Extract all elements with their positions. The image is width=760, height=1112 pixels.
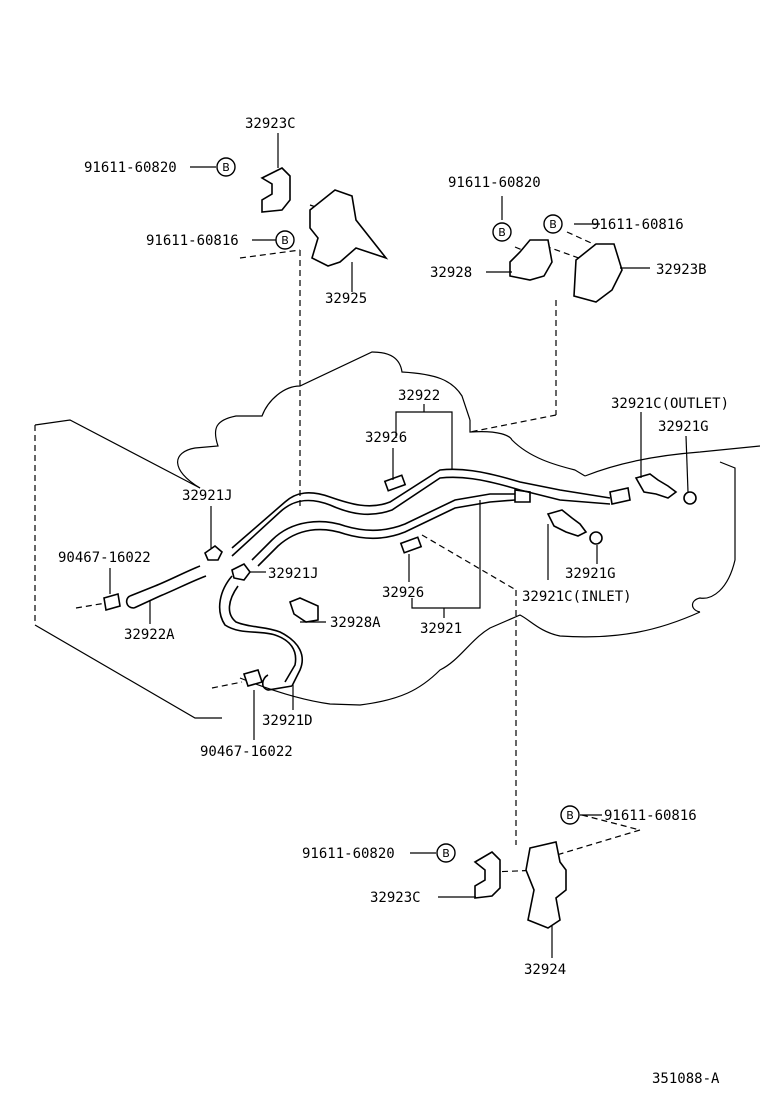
svg-text:B: B [222, 161, 230, 174]
label-32928: 32928 [430, 265, 472, 281]
label-91611-60816-tl: 91611-60816 [146, 233, 239, 249]
bolt-marker-b-4: B [543, 214, 563, 234]
label-32921j-mid: 32921J [268, 566, 319, 582]
clamp-32928a [289, 597, 319, 623]
label-91611-60820-tr: 91611-60820 [448, 175, 541, 191]
label-32928a: 32928A [330, 615, 381, 631]
fuel-pipes [231, 468, 631, 567]
label-32921g-top: 32921G [658, 419, 709, 435]
label-32926-bottom: 32926 [382, 585, 424, 601]
outlet-union-32921c [634, 473, 678, 499]
bolt-marker-b-6: B [436, 843, 456, 863]
brackets [260, 167, 623, 929]
hose-clamp-top [103, 592, 121, 612]
clamp-32928 [509, 239, 553, 281]
gasket-32921g-top [683, 491, 697, 505]
diagram-number: 351088-A [652, 1071, 720, 1087]
label-32923b: 32923B [656, 262, 707, 278]
fuel-clip-32926-top [383, 474, 407, 492]
svg-text:B: B [442, 847, 450, 860]
bolt-markers: B B B B B B [216, 157, 580, 863]
label-32925: 32925 [325, 291, 367, 307]
hose-clamp-bottom [242, 669, 264, 687]
svg-text:B: B [281, 234, 289, 247]
svg-text:B: B [566, 809, 574, 822]
label-32926-top: 32926 [365, 430, 407, 446]
label-32923c-top: 32923C [245, 116, 296, 132]
label-91611-60816-br: 91611-60816 [604, 808, 697, 824]
label-32921: 32921 [420, 621, 462, 637]
engine-outline [34, 351, 760, 719]
dashed-guides [239, 204, 641, 873]
clip-32921j-top [204, 544, 223, 561]
leader-lines [109, 133, 689, 958]
bracket-32923b [573, 243, 623, 303]
bolt-marker-b-5: B [560, 805, 580, 825]
part-labels: 32923C 91611-60820 91611-60816 32925 916… [58, 116, 729, 1087]
bolt-marker-b-1: B [216, 157, 236, 177]
bracket-32925 [309, 189, 389, 267]
gasket-32921g-bottom [589, 531, 603, 545]
svg-text:B: B [549, 218, 557, 231]
fuel-clip-32926-bottom [399, 536, 423, 554]
label-32921d: 32921D [262, 713, 313, 729]
bracket-32923c-top [260, 167, 291, 213]
label-32921c-outlet: 32921C(OUTLET) [611, 396, 729, 412]
bracket-32924 [525, 841, 567, 929]
label-32924: 32924 [524, 962, 566, 978]
bolt-marker-b-2: B [275, 230, 295, 250]
clips-and-fittings [103, 473, 697, 687]
label-32921g-bottom: 32921G [565, 566, 616, 582]
label-32923c-bottom: 32923C [370, 890, 421, 906]
label-91611-60820-tl: 91611-60820 [84, 160, 177, 176]
label-32921j-top: 32921J [182, 488, 233, 504]
label-32922a: 32922A [124, 627, 175, 643]
label-90467-16022-top: 90467-16022 [58, 550, 151, 566]
clip-32921j-mid [231, 562, 251, 581]
label-91611-60816-tr: 91611-60816 [591, 217, 684, 233]
inlet-union-32921c [546, 509, 588, 537]
label-91611-60820-bl: 91611-60820 [302, 846, 395, 862]
label-32922: 32922 [398, 388, 440, 404]
hoses [75, 565, 304, 691]
label-90467-16022-bottom: 90467-16022 [200, 744, 293, 760]
svg-text:B: B [498, 226, 506, 239]
bolt-marker-b-3: B [492, 222, 512, 242]
bracket-32923c-bottom [473, 850, 501, 899]
label-32921c-inlet: 32921C(INLET) [522, 589, 632, 605]
